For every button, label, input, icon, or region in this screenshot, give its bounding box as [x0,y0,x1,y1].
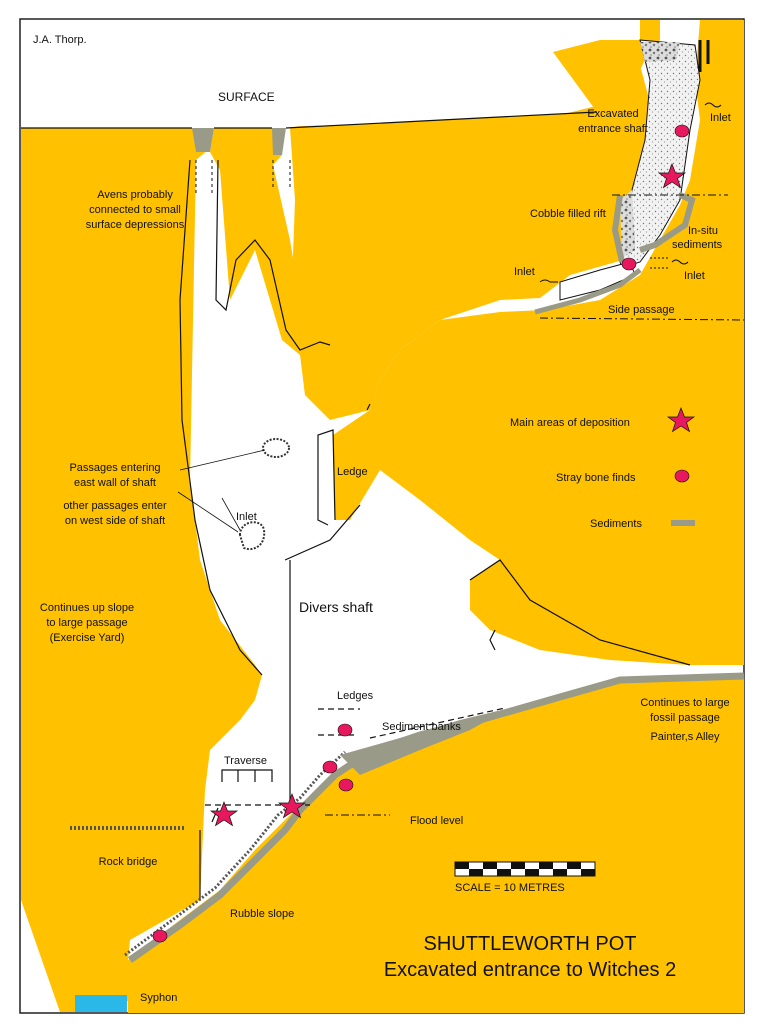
passage-outlines [21,111,691,900]
ledge-label: Ledge [337,466,368,478]
continues-up-label-1: Continues up slope [40,602,134,614]
continues-large-label-3: Painter,s Alley [650,731,720,743]
aven-plugs [192,128,291,195]
scale-label: SCALE = 10 METRES [455,882,565,894]
in-situ-label-2: sediments [672,239,723,251]
labels: J.A. Thorp. SURFACE Avens probably conne… [33,34,731,1004]
legend [666,407,696,526]
continues-large-label-2: fossil passage [650,712,720,724]
passages-east-label-2: east wall of shaft [74,477,156,489]
title: SHUTTLEWORTH POT [424,933,637,955]
passages-east-label-1: Passages entering [69,462,160,474]
entrance-shaft [534,39,745,321]
inlet-arrows [539,102,722,283]
surface-label: SURFACE [218,90,275,104]
rock-masses [21,20,744,1013]
legend-deposition-label: Main areas of deposition [510,417,630,429]
star-icon [277,793,307,819]
rock-surface-strip [290,40,660,420]
legend-dot-icon [674,469,690,483]
syphon-water [75,995,127,1012]
continues-large-label-1: Continues to large [640,697,729,709]
cobble-label: Cobble filled rift [530,208,606,220]
legend-bone-label: Stray bone finds [556,472,636,484]
rock-bridge-label: Rock bridge [99,856,158,868]
avens-label-1: Avens probably [97,189,173,201]
bone-dot-icon [322,760,338,774]
shaft-label-2: entrance shaft [578,123,648,135]
legend-star-icon [666,407,696,433]
bone-dot-icon [338,778,354,792]
lower-sediments [70,672,745,1012]
inlet-top-label: Inlet [710,112,731,124]
legend-sediment-label: Sediments [590,518,642,530]
bone-finds [152,124,690,943]
avens-label-2: connected to small [89,204,181,216]
legend-sediment-icon [671,520,695,526]
rock-lower-right [128,675,744,1013]
traverse-label: Traverse [224,755,267,767]
avens-label-3: surface depressions [86,219,185,231]
passages-west-label-1: other passages enter [63,500,167,512]
star-icon [657,163,687,189]
side-passage-label: Side passage [608,304,675,316]
sediment-banks-label: Sediment banks [382,721,461,733]
shaft-label-1: Excavated [587,108,638,120]
deposition-stars [209,163,687,827]
flood-level-label: Flood level [410,815,463,827]
syphon-label: Syphon [140,992,177,1004]
bone-dot-icon [674,124,690,138]
rock-upper-left [21,128,262,675]
inlet-mid-label: Inlet [236,511,257,523]
in-situ-label-1: In-situ [688,225,718,237]
passages-west-label-2: on west side of shaft [65,515,165,527]
rock-shaft-right [333,20,744,665]
subtitle: Excavated entrance to Witches 2 [384,959,676,981]
continues-up-label-2: to large passage [46,617,127,629]
continues-up-label-3: (Exercise Yard) [50,632,125,644]
inlet-right-label: Inlet [684,270,705,282]
bone-dot-icon [152,929,168,943]
side-passages [177,438,290,550]
bone-dot-icon [621,257,637,271]
rock-bridge-shape [68,828,188,890]
star-icon [209,801,239,827]
divers-shaft-label: Divers shaft [299,599,373,615]
inlet-left-label: Inlet [514,266,535,278]
scale-bar [454,861,596,877]
ledges-label: Ledges [337,690,374,702]
author: J.A. Thorp. [33,34,87,46]
rubble-slope-label: Rubble slope [230,908,294,920]
bone-dot-icon [337,723,353,737]
